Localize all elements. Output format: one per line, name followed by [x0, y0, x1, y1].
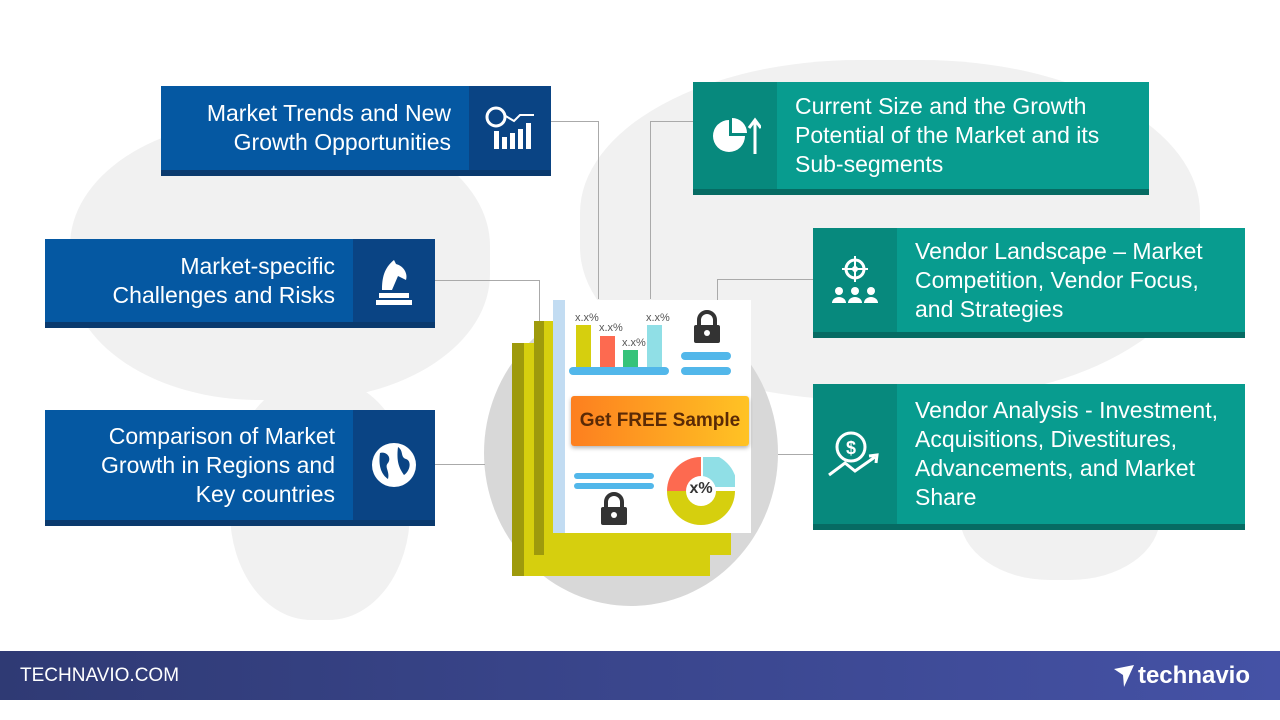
vendor-landscape-box[interactable]: Vendor Landscape – Market Competition, V…	[813, 228, 1245, 338]
globe-icon	[353, 410, 435, 526]
box-label: Market-specific Challenges and Risks	[112, 252, 335, 308]
chart-bar	[600, 336, 615, 367]
chart-bar	[623, 350, 638, 367]
mini-bar-chart	[576, 325, 666, 367]
box-label: Vendor Analysis - Investment, Acquisitio…	[915, 397, 1218, 510]
connector-line	[435, 280, 540, 322]
brand-name: technavio	[1137, 661, 1250, 689]
connector-line	[435, 464, 485, 465]
footer-site-link[interactable]: TECHNAVIO.COM	[20, 664, 180, 686]
svg-text:$: $	[846, 438, 856, 458]
text-line	[681, 352, 731, 360]
box-label: Comparison of Market Growth in Regions a…	[101, 422, 335, 507]
get-free-sample-button[interactable]: Get FREE Sample	[571, 396, 749, 446]
chart-bar	[647, 325, 662, 367]
trend-chart-icon	[469, 86, 551, 176]
bar-label: x.x%	[575, 312, 599, 324]
target-people-icon	[813, 228, 897, 338]
market-size-box[interactable]: Current Size and the Growth Potential of…	[693, 82, 1149, 195]
pie-growth-icon	[693, 82, 777, 195]
vendor-analysis-box[interactable]: $ Vendor Analysis - Investment, Acquisit…	[813, 384, 1245, 530]
dollar-growth-icon: $	[813, 384, 897, 530]
connector-line	[778, 454, 813, 455]
chart-baseline	[569, 367, 669, 375]
box-label: Market Trends and New Growth Opportuniti…	[206, 100, 451, 155]
text-line	[574, 483, 654, 489]
text-line	[681, 367, 731, 375]
donut-chart: x%	[667, 453, 737, 525]
donut-label: x%	[689, 480, 713, 497]
bar-label: x.x%	[646, 312, 670, 324]
bar-label: x.x%	[599, 322, 623, 334]
market-trends-box[interactable]: Market Trends and New Growth Opportuniti…	[161, 86, 551, 176]
logo-arrow-icon	[1113, 664, 1134, 687]
connector-line	[717, 279, 813, 301]
lock-icon	[600, 492, 628, 531]
technavio-logo: technavio	[1113, 661, 1260, 690]
text-line	[574, 473, 654, 479]
chart-bar	[576, 325, 591, 367]
cta-label: Get FREE Sample	[579, 410, 741, 431]
regional-comparison-box[interactable]: Comparison of Market Growth in Regions a…	[45, 410, 435, 526]
lock-icon	[693, 310, 721, 349]
bar-label: x.x%	[622, 337, 646, 349]
challenges-risks-box[interactable]: Market-specific Challenges and Risks	[45, 239, 435, 328]
footer-bar: TECHNAVIO.COM technavio	[0, 651, 1280, 700]
sample-report: x.x% x.x% x.x% x.x% Get FREE Sample x%	[553, 300, 751, 533]
connector-line	[650, 121, 693, 299]
box-label: Vendor Landscape – Market Competition, V…	[915, 237, 1203, 322]
box-label: Current Size and the Growth Potential of…	[795, 93, 1100, 177]
chess-knight-icon	[353, 239, 435, 328]
connector-line	[551, 121, 599, 299]
